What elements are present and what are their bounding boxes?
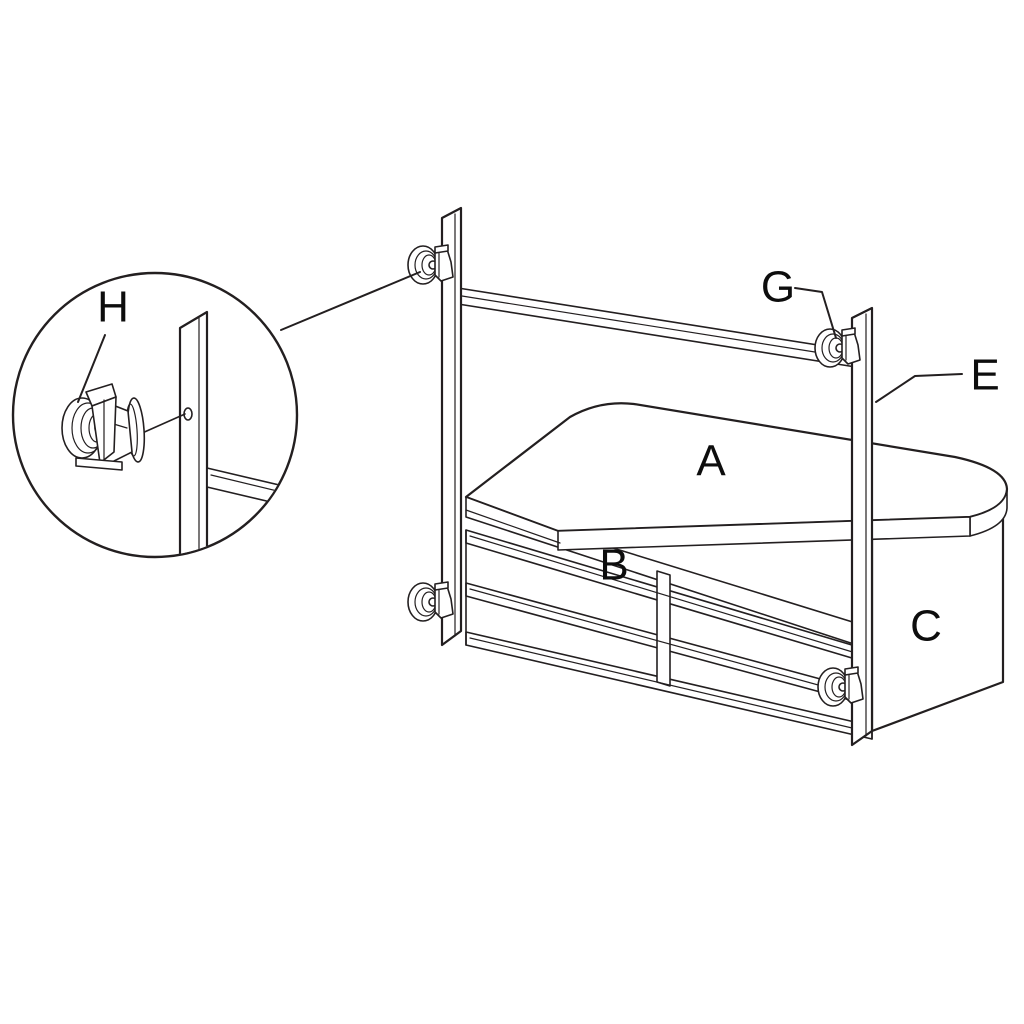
label-B: B <box>599 541 628 590</box>
right-upright-post-e <box>850 306 874 747</box>
label-E: E <box>970 351 999 400</box>
detail-rail <box>206 467 296 517</box>
left-upright-post <box>440 206 463 647</box>
knob-top-left[interactable] <box>407 244 454 285</box>
detail-lever-arm <box>85 383 117 464</box>
detail-contents <box>61 310 296 556</box>
detail-clamp-foot <box>75 457 123 471</box>
detail-leader-line <box>280 271 421 331</box>
main-assembly-group <box>407 206 1009 747</box>
label-G: G <box>761 263 795 312</box>
label-C: C <box>910 602 942 651</box>
knob-bottom-left[interactable] <box>407 581 454 622</box>
knob-bottom-right[interactable] <box>817 666 864 707</box>
detail-callout-group <box>11 271 421 559</box>
lower-frame-rails-b <box>465 529 873 740</box>
label-H: H <box>97 283 129 332</box>
leader-G <box>794 287 837 339</box>
knob-top-right[interactable] <box>814 327 861 368</box>
upper-back-rail <box>457 287 863 369</box>
detail-circle <box>11 271 299 559</box>
detail-post <box>178 310 209 556</box>
label-leaders <box>77 287 963 403</box>
detail-screw-shaft <box>139 413 186 435</box>
leader-E <box>875 373 963 403</box>
label-A: A <box>696 437 726 486</box>
part-labels: H G E A B C <box>97 263 1000 651</box>
leader-H <box>77 334 106 403</box>
